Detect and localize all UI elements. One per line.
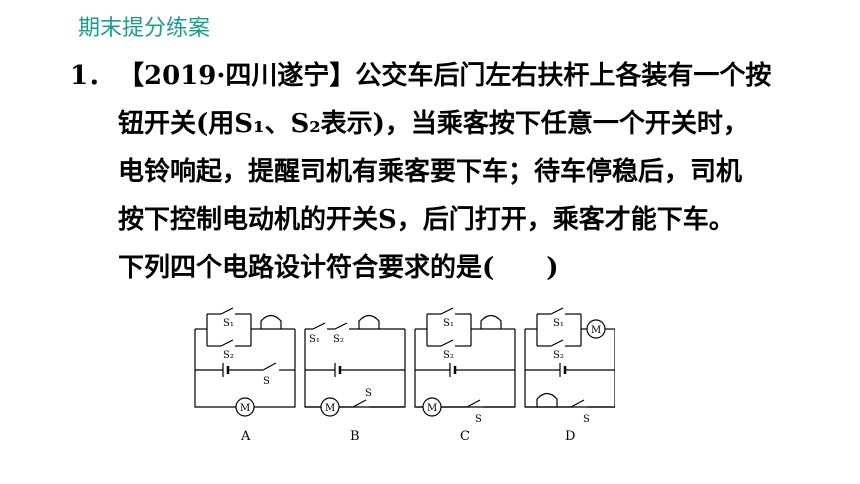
motor-icon — [235, 397, 255, 417]
bell-icon — [536, 392, 558, 408]
question-line-4: 按下控制电动机的开关S，后门打开，乘客才能下车。 — [118, 205, 735, 235]
circuit-c: S₁ S₂ M S C — [414, 307, 516, 444]
label-s2: S₂ — [223, 350, 234, 361]
circuit-a: S₁ S₂ S M A — [194, 307, 296, 444]
bell-icon — [260, 314, 282, 330]
svg-text:M: M — [427, 403, 437, 414]
question-line-2: 钮开关(用S₁、S₂表示)，当乘客按下任意一个开关时， — [118, 109, 749, 139]
svg-text:S: S — [475, 414, 482, 425]
question-line-1: 【2019·四川遂宁】公交车后门左右扶杆上各装有一个按 — [118, 61, 772, 91]
svg-text:M: M — [240, 403, 250, 414]
circuit-label-d: D — [565, 429, 575, 444]
bell-icon — [358, 314, 380, 330]
circuit-label-c: C — [460, 429, 470, 444]
label-s1: S₁ — [223, 318, 234, 329]
circuit-d: M S₁ S₂ S D — [524, 307, 616, 444]
circuit-diagrams: S₁ S₂ S M A S₁ S₂ M S B — [185, 304, 616, 454]
svg-text:S₂: S₂ — [443, 350, 454, 361]
svg-text:M: M — [325, 403, 335, 414]
svg-text:S₂: S₂ — [333, 334, 344, 345]
question-number: 1． — [70, 61, 115, 91]
question-line-3: 电铃响起，提醒司机有乘客要下车；待车停稳后，司机 — [118, 157, 743, 187]
svg-text:S: S — [365, 388, 372, 399]
circuit-b: S₁ S₂ M S B — [304, 314, 406, 444]
svg-text:S₂: S₂ — [553, 350, 564, 361]
circuit-label-a: A — [240, 429, 251, 444]
question-line-5: 下列四个电路设计符合要求的是( ) — [118, 253, 559, 283]
svg-text:M: M — [591, 325, 601, 336]
bell-icon — [480, 314, 502, 330]
page-header-title: 期末提分练案 — [78, 16, 211, 41]
svg-text:S: S — [583, 414, 590, 425]
svg-text:S₁: S₁ — [553, 318, 564, 329]
circuit-label-b: B — [350, 429, 360, 444]
label-s: S — [263, 376, 270, 387]
svg-text:S₁: S₁ — [309, 334, 320, 345]
svg-text:S₁: S₁ — [443, 318, 454, 329]
